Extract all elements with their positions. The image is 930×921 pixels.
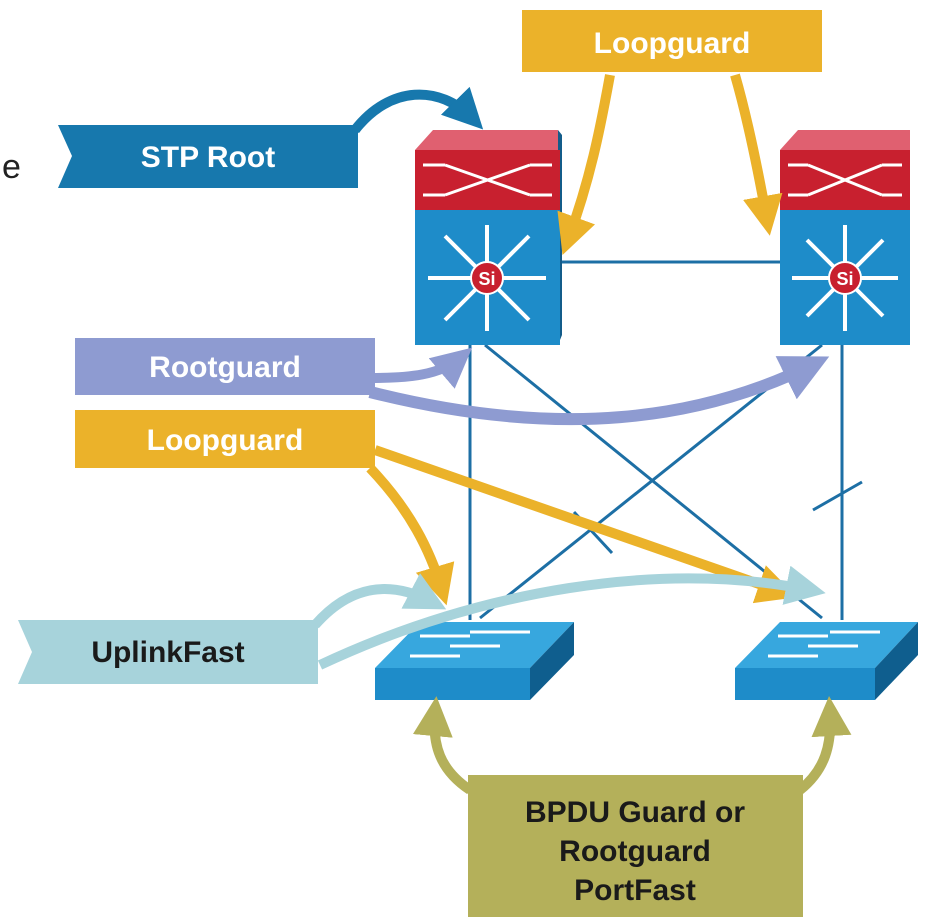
uplinkfast-callout: UplinkFast [18,565,826,684]
loopguard-mid-label: Loopguard [147,424,304,457]
loopguard-top-label: Loopguard [594,27,751,60]
stp-root-label: STP Root [141,141,275,174]
bpdu-guard-callout: BPDU Guard or Rootguard PortFast [412,696,852,917]
access-switch-right [735,622,918,700]
stp-root-callout: STP Root [58,86,484,188]
si-badge-right-text: Si [836,269,853,289]
multilayer-switch-right: Si [780,130,910,345]
access-switch-left [375,622,574,700]
bpdu-label-line2: Rootguard [559,835,711,868]
loopguard-top-callout: Loopguard [522,10,822,256]
bpdu-label-line3: PortFast [574,874,696,907]
rootguard-label: Rootguard [149,351,301,384]
multilayer-switch-left: Si [415,130,562,345]
loopguard-mid-callout: Loopguard [75,410,798,606]
si-badge-left-text: Si [478,269,495,289]
fragment-text: e [2,148,21,186]
uplinkfast-label: UplinkFast [91,636,244,669]
rootguard-callout: Rootguard [75,338,830,426]
si-badge-left [470,261,504,295]
bpdu-label-line1: BPDU Guard or [525,796,745,829]
blocked-port-mark [572,480,863,555]
si-badge-right [828,261,862,295]
